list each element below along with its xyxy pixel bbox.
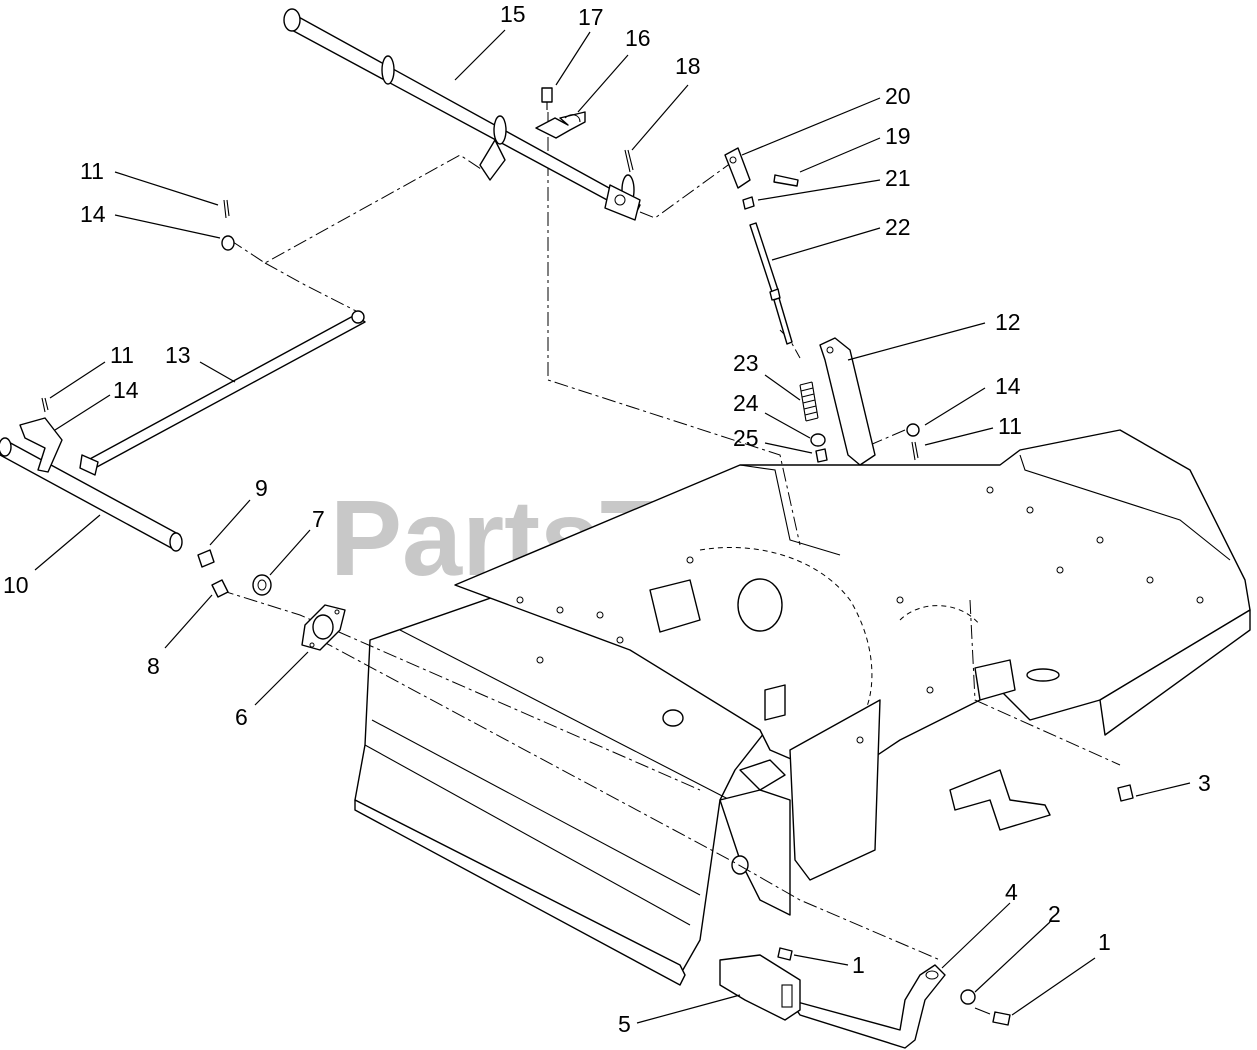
- part-24-washer: [810, 433, 826, 447]
- part-14-washer-upper: [221, 235, 235, 251]
- callout-11-lower: 11: [110, 342, 134, 368]
- callout-22: 22: [885, 214, 911, 240]
- part-10-shaft: [0, 417, 183, 552]
- part-18-pin: [624, 149, 634, 173]
- part-1-bolt-upper: [777, 947, 793, 961]
- callout-19: 19: [885, 123, 911, 149]
- part-2-washer: [960, 989, 976, 1005]
- callout-labels: 15 17 16 18 20 19 21 22 12 23 24 25 14 1…: [3, 1, 1211, 1037]
- callout-25: 25: [733, 425, 759, 451]
- callout-5: 5: [618, 1011, 631, 1037]
- callout-6: 6: [235, 704, 248, 730]
- callout-14-right: 14: [995, 373, 1021, 399]
- part-17-bolt: [541, 87, 553, 110]
- callout-21: 21: [885, 165, 911, 191]
- part-13-link-rod: [79, 310, 366, 476]
- frame-chassis: [354, 429, 1251, 986]
- callout-12: 12: [995, 309, 1021, 335]
- part-6-bearing-flange: [301, 604, 346, 651]
- part-1-bolt-lower: [974, 1007, 1011, 1026]
- callout-16: 16: [625, 25, 651, 51]
- callout-18: 18: [675, 53, 701, 79]
- callout-3: 3: [1198, 770, 1211, 796]
- callout-14-lower: 14: [113, 377, 139, 403]
- part-3-nut: [1117, 784, 1134, 802]
- part-9-clip: [197, 549, 215, 568]
- callout-1-center: 1: [852, 952, 865, 978]
- part-23-spring: [799, 381, 819, 422]
- part-14-washer-right: [906, 423, 920, 437]
- callout-13: 13: [165, 342, 191, 368]
- part-22-rod: [749, 222, 793, 345]
- callout-11-upper: 11: [80, 158, 104, 184]
- callout-10: 10: [3, 572, 29, 598]
- callout-17: 17: [578, 4, 604, 30]
- part-12-lever: [819, 337, 876, 466]
- part-16-clamp: [535, 111, 586, 139]
- part-8-nut: [211, 579, 229, 598]
- callout-11-right: 11: [998, 413, 1022, 439]
- callout-23: 23: [733, 350, 759, 376]
- callout-7: 7: [312, 506, 325, 532]
- part-19-clevis-pin: [773, 174, 799, 187]
- callout-9: 9: [255, 475, 268, 501]
- callout-14-upper: 14: [80, 201, 106, 227]
- callout-8: 8: [147, 653, 160, 679]
- part-4-pedal-arm: [789, 964, 946, 1049]
- part-21-nut: [742, 196, 755, 210]
- part-25-nut: [815, 448, 828, 463]
- part-7-washer: [252, 574, 272, 596]
- callout-15: 15: [500, 1, 526, 27]
- part-11-pin-right: [911, 441, 919, 461]
- callout-24: 24: [733, 390, 759, 416]
- alignment-lines: [219, 112, 1121, 961]
- part-20-clevis: [724, 147, 751, 189]
- callout-1-right: 1: [1098, 929, 1111, 955]
- part-5-pedal-pad: [719, 954, 801, 1021]
- part-11-pin-upper: [223, 199, 230, 219]
- part-11-pin-lower: [41, 397, 49, 413]
- callout-20: 20: [885, 83, 911, 109]
- callout-4: 4: [1005, 879, 1018, 905]
- callout-2: 2: [1048, 901, 1061, 927]
- leader-lines: [34, 29, 1191, 1024]
- part-15-rod: [283, 8, 641, 221]
